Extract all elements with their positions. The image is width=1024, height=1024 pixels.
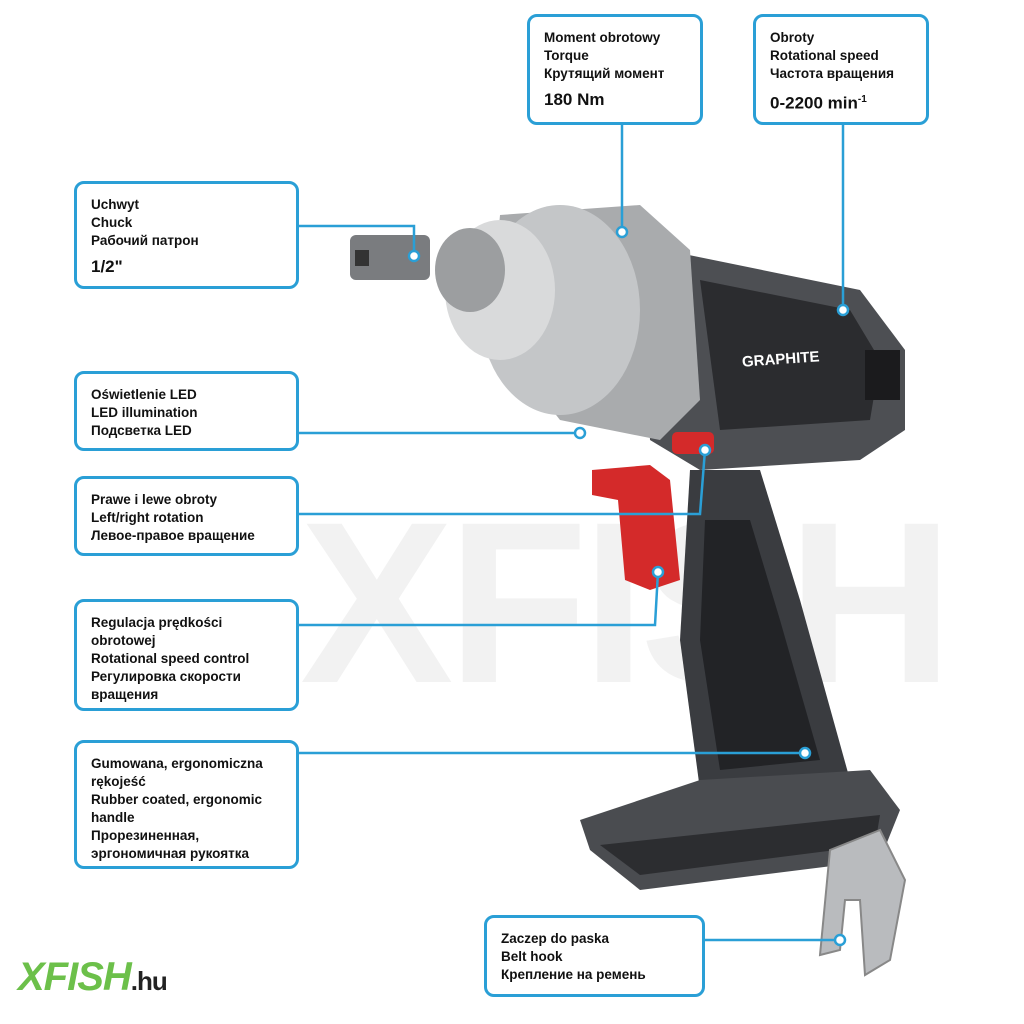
label: Zaczep do paska xyxy=(501,931,610,946)
logo-name: XFISH xyxy=(18,955,132,999)
label: Рабочий патрон xyxy=(91,233,199,248)
callout-chuck: Uchwyt Chuck Рабочий патрон 1/2" xyxy=(74,181,299,289)
callout-speed-control: Regulacja prędkości obrotowej Rotational… xyxy=(74,599,299,711)
label: Torque xyxy=(544,48,589,63)
label: эргономичная рукоятка xyxy=(91,846,250,861)
leader-lines xyxy=(299,125,850,947)
speed-unit-exponent: -1 xyxy=(857,94,867,105)
label: Rotational speed xyxy=(770,48,879,63)
label: Rubber coated, ergonomic xyxy=(91,792,263,807)
speed-value: 0-2200 min-1 xyxy=(770,91,912,113)
label: Obroty xyxy=(770,30,815,45)
label: Moment obrotowy xyxy=(544,30,661,45)
speed-number: 0-2200 min xyxy=(770,93,858,113)
callout-rotation: Prawe i lewe obroty Left/right rotation … xyxy=(74,476,299,556)
label: Regulacja prędkości xyxy=(91,615,223,630)
torque-value: 180 Nm xyxy=(544,90,605,109)
chuck-value: 1/2" xyxy=(91,257,123,276)
label: Belt hook xyxy=(501,949,563,964)
callout-belt-hook: Zaczep do paska Belt hook Крепление на р… xyxy=(484,915,705,997)
label: Регулировка скорости xyxy=(91,669,241,684)
trigger xyxy=(592,465,680,590)
xfish-logo: XFISH.hu xyxy=(18,955,168,1000)
label: Left/right rotation xyxy=(91,510,204,525)
callout-speed: Obroty Rotational speed Частота вращения… xyxy=(753,14,929,125)
label: Частота вращения xyxy=(770,66,894,81)
label: Rotational speed control xyxy=(91,651,250,666)
label: rękojeść xyxy=(91,774,146,789)
label: Крутящий момент xyxy=(544,66,665,81)
logo-tld: .hu xyxy=(130,966,168,996)
label: Подсветка LED xyxy=(91,423,192,438)
callout-led: Oświetlenie LED LED illumination Подсвет… xyxy=(74,371,299,451)
label: Крепление на ремень xyxy=(501,967,646,982)
label: Прорезиненная, xyxy=(91,828,200,843)
callout-handle: Gumowana, ergonomiczna rękojeść Rubber c… xyxy=(74,740,299,869)
label: Prawe i lewe obroty xyxy=(91,492,218,507)
label: Uchwyt xyxy=(91,197,140,212)
belt-hook xyxy=(818,828,907,977)
label: Левое-правое вращение xyxy=(91,528,255,543)
label: Oświetlenie LED xyxy=(91,387,197,402)
handle-grip xyxy=(700,520,820,770)
callout-torque: Moment obrotowy Torque Крутящий момент 1… xyxy=(527,14,703,125)
anvil xyxy=(350,235,430,280)
label: handle xyxy=(91,810,135,825)
label: вращения xyxy=(91,687,159,702)
label: Chuck xyxy=(91,215,133,230)
label: obrotowej xyxy=(91,633,156,648)
label: Gumowana, ergonomiczna xyxy=(91,756,263,771)
label: LED illumination xyxy=(91,405,198,420)
